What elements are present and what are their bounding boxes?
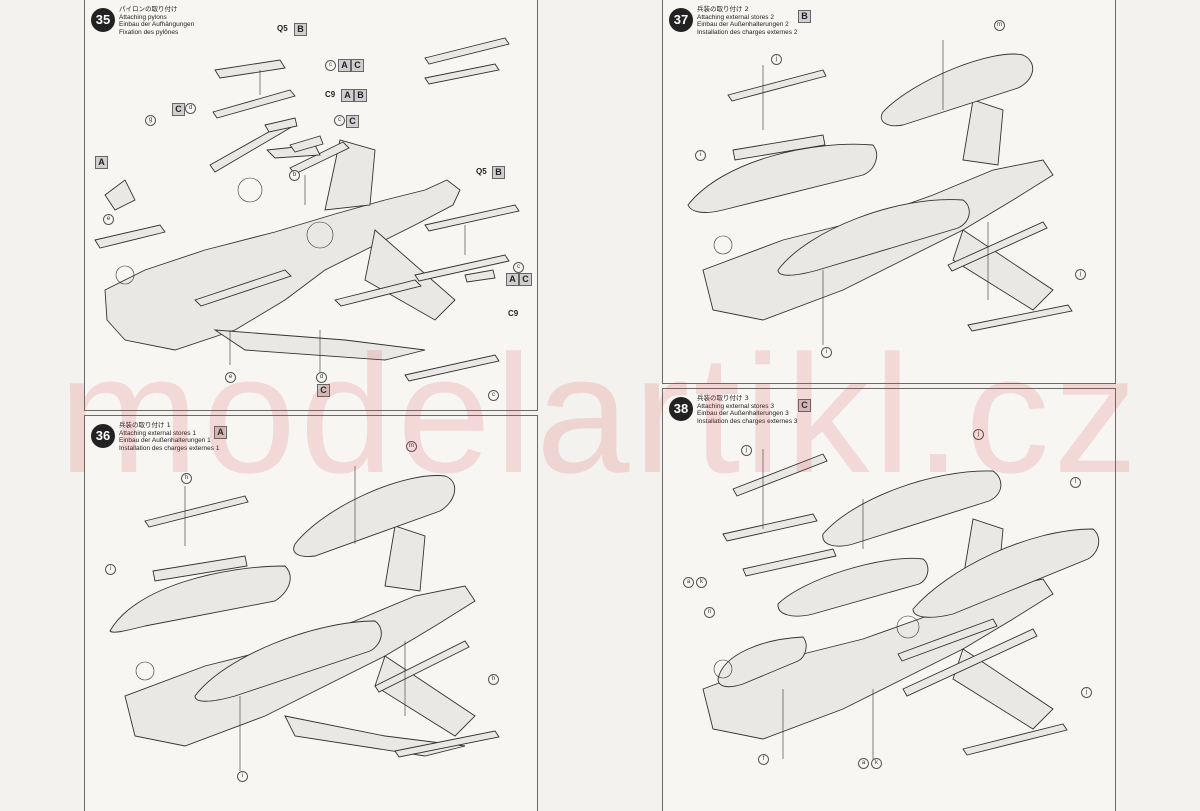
part-callout: d <box>316 372 327 383</box>
part-callout: j <box>1075 269 1086 280</box>
sprue-box: C <box>798 399 811 412</box>
part-callout: j <box>1081 687 1092 698</box>
heading-de: Einbau der Außenhalterungen 1 <box>119 437 211 444</box>
heading-de: Einbau der Außenhalterungen 2 <box>697 21 789 28</box>
sprue-box: A <box>338 59 351 72</box>
heading-jp: 兵装の取り付け 2 <box>697 5 749 13</box>
stores-2-drawing <box>687 40 1073 345</box>
part-callout: m <box>994 20 1005 31</box>
step-number-badge: 38 <box>669 397 693 421</box>
stores-1-drawing <box>109 466 500 771</box>
part-callout: i <box>105 564 116 575</box>
sprue-box: B <box>798 10 811 23</box>
sprue-box: B <box>492 166 505 179</box>
sprue-box: C <box>519 273 532 286</box>
step-number-badge: 35 <box>91 8 115 32</box>
part-callout: c <box>325 60 336 71</box>
part-callout: c <box>513 262 524 273</box>
part-callout: h <box>181 473 192 484</box>
part-callout: j <box>771 54 782 65</box>
sprue-box: A <box>341 89 354 102</box>
heading-fr: Installation des charges externes 2 <box>697 28 798 36</box>
sprue-box: C <box>346 115 359 128</box>
heading-de: Einbau der Außenhalterungen 3 <box>697 410 789 417</box>
pylon-assembly-drawing <box>94 37 520 382</box>
part-label: Q5 <box>277 24 288 33</box>
part-label: Q5 <box>476 167 487 176</box>
heading-en: Attaching external stores 3 <box>697 402 774 410</box>
part-callout: i <box>695 150 706 161</box>
heading-en: Attaching pylons <box>119 13 167 21</box>
part-callout: a <box>683 577 694 588</box>
part-callout: a <box>858 758 869 769</box>
heading-fr: Installation des charges externes 3 <box>697 417 798 425</box>
step-36-panel: 36 兵装の取り付け 1 Attaching external stores 1… <box>84 415 538 811</box>
part-callout: k <box>871 758 882 769</box>
heading-fr: Installation des charges externes 1 <box>119 444 220 452</box>
part-callout: k <box>696 577 707 588</box>
part-callout: j <box>741 445 752 456</box>
part-callout: e <box>103 214 114 225</box>
sprue-box: A <box>506 273 519 286</box>
part-callout: n <box>704 607 715 618</box>
step-38-panel: 38 兵装の取り付け 3 Attaching external stores 3… <box>662 388 1116 811</box>
step-heading: 兵装の取り付け 2 Attaching external stores 2 Ei… <box>697 5 798 36</box>
step-number-badge: 36 <box>91 424 115 448</box>
sprue-box: C <box>172 103 185 116</box>
step-heading: パイロンの取り付け Attaching pylons Einbau der Au… <box>119 5 195 36</box>
heading-en: Attaching external stores 1 <box>119 429 196 437</box>
part-callout: l <box>1070 477 1081 488</box>
sprue-box: B <box>294 23 307 36</box>
part-label: C9 <box>508 309 519 318</box>
step-37-panel: 37 兵装の取り付け 2 Attaching external stores 2… <box>662 0 1116 384</box>
step-number-badge: 37 <box>669 8 693 32</box>
part-callout: i <box>237 771 248 782</box>
part-callout: m <box>406 441 417 452</box>
heading-jp: 兵装の取り付け 1 <box>119 421 171 429</box>
heading-en: Attaching external stores 2 <box>697 13 774 21</box>
part-callout: c <box>488 390 499 401</box>
step-35-panel: 35 パイロンの取り付け Attaching pylons Einbau der… <box>84 0 538 411</box>
sprue-box: C <box>351 59 364 72</box>
heading-fr: Fixation des pylônes <box>119 28 179 36</box>
step-heading: 兵装の取り付け 3 Attaching external stores 3 Ei… <box>697 394 798 425</box>
part-callout: c <box>334 115 345 126</box>
heading-jp: パイロンの取り付け <box>119 5 178 13</box>
part-callout: g <box>145 115 156 126</box>
sprue-box: A <box>214 426 227 439</box>
heading-de: Einbau der Aufhängungen <box>119 21 195 28</box>
part-callout: h <box>488 674 499 685</box>
part-callout: e <box>225 372 236 383</box>
sprue-box: A <box>95 156 108 169</box>
sprue-box: B <box>354 89 367 102</box>
sprue-box: C <box>317 384 330 397</box>
part-callout: i <box>821 347 832 358</box>
part-callout: f <box>758 754 769 765</box>
part-callout: b <box>289 170 300 181</box>
stores-3-drawing <box>702 449 1100 764</box>
part-callout: d <box>185 103 196 114</box>
part-label: C9 <box>325 90 336 99</box>
heading-jp: 兵装の取り付け 3 <box>697 394 749 402</box>
step-heading: 兵装の取り付け 1 Attaching external stores 1 Ei… <box>119 421 220 452</box>
part-callout: j <box>973 429 984 440</box>
